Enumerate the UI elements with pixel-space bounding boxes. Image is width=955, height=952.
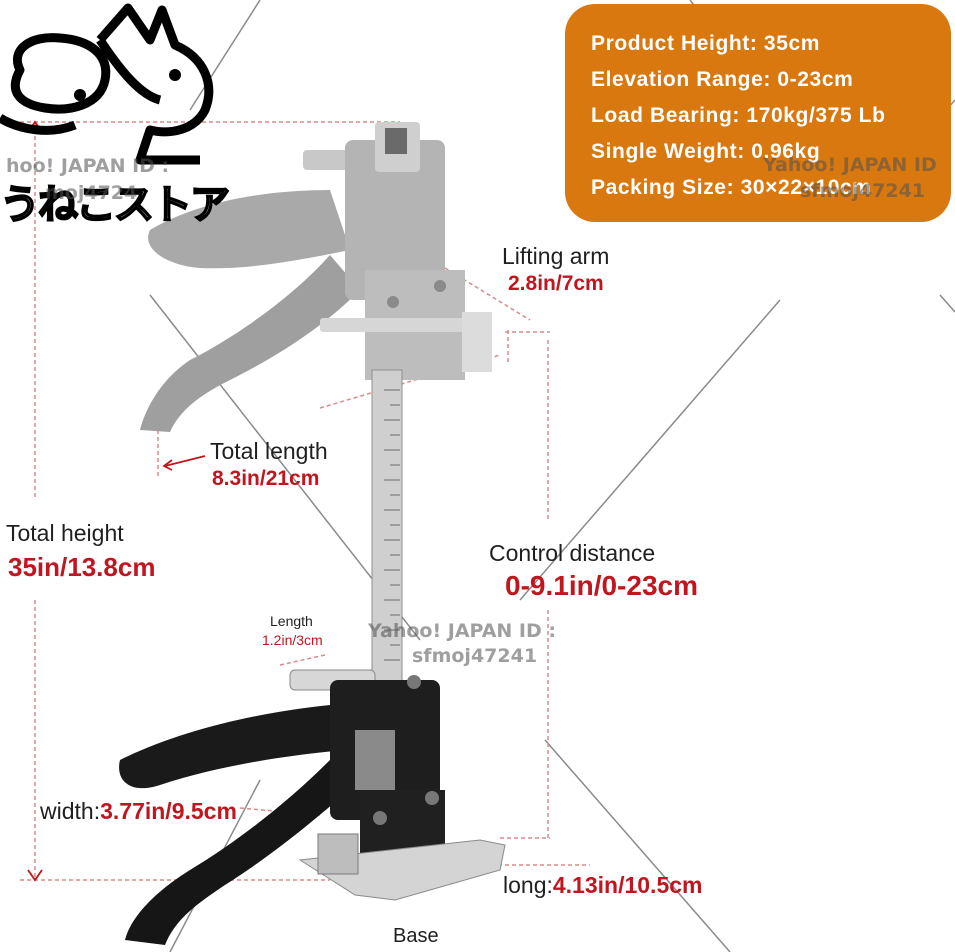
length-value: 1.2in/3cm — [262, 632, 323, 648]
long-value: 4.13in/10.5cm — [552, 872, 703, 898]
width-dimension: width:3.77in/9.5cm — [40, 798, 237, 825]
tool-lower-black — [119, 669, 506, 945]
tool-upper-ghost — [140, 122, 492, 432]
brand-name: うねこストア — [0, 181, 231, 229]
control-distance-label: Control distance — [489, 540, 656, 566]
total-length-value: 8.3in/21cm — [212, 467, 320, 490]
total-length-label: Total length — [210, 438, 328, 464]
lifting-arm-label: Lifting arm — [502, 243, 610, 269]
width-value: 3.77in/9.5cm — [100, 798, 237, 824]
spec-elevation-range: Elevation Range: 0-23cm — [591, 68, 854, 91]
spec-panel: Product Height: 35cm Elevation Range: 0-… — [565, 4, 951, 222]
watermark-top-left-2: moj4724 — [45, 182, 138, 204]
long-label: long: — [503, 872, 553, 898]
total-height-label: Total height — [6, 520, 124, 546]
watermark-top-right-2: sfmoj47241 — [800, 180, 926, 202]
watermark-top-right-1: Yahoo! JAPAN ID — [763, 154, 937, 176]
measurement-rod — [371, 369, 403, 711]
spec-packing-size: Packing Size: 30×22×10cm — [591, 176, 872, 199]
width-label: width: — [40, 798, 101, 824]
cat-dog-logo-icon — [0, 3, 214, 165]
spec-load-bearing: Load Bearing: 170kg/375 Lb — [591, 104, 886, 127]
lifting-arm-value: 2.8in/7cm — [508, 272, 604, 295]
length-label: Length — [270, 613, 313, 629]
total-height-value: 35in/13.8cm — [8, 552, 156, 582]
watermark-center-1: Yahoo! JAPAN ID : — [368, 620, 556, 642]
spec-product-height: Product Height: 35cm — [591, 32, 821, 55]
control-distance-value: 0-9.1in/0-23cm — [505, 570, 698, 601]
long-dimension: long:4.13in/10.5cm — [503, 872, 702, 899]
watermark-top-left-1: hoo! JAPAN ID : — [6, 155, 170, 177]
base-label: Base — [393, 925, 439, 947]
watermark-center-2: sfmoj47241 — [412, 645, 538, 667]
spec-single-weight: Single Weight: 0.96kg — [591, 140, 821, 163]
